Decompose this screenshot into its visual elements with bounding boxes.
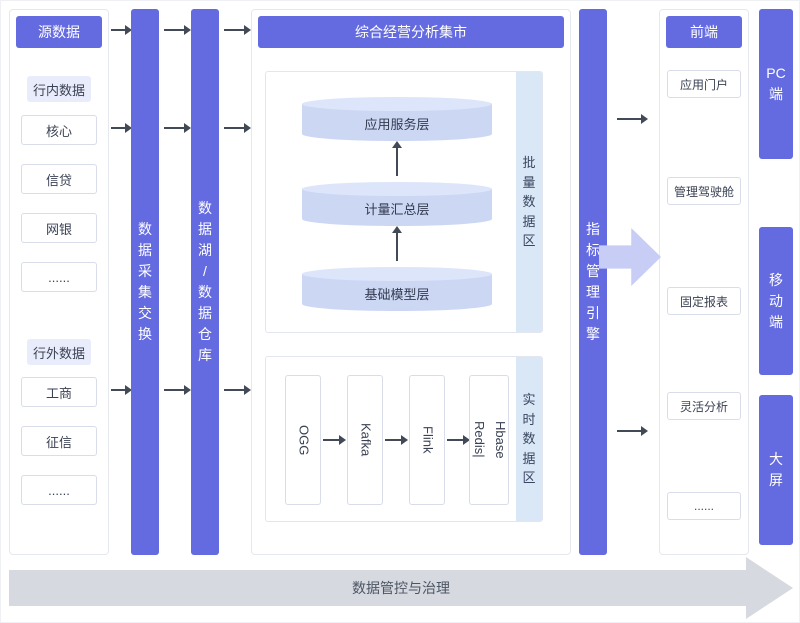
layer-measure-summary-label: 计量汇总层 bbox=[364, 201, 430, 217]
data-collect-exchange-bar: 数 据 采 集 交 换 bbox=[131, 9, 159, 555]
realtime-zone-box: 实 时 数 据 区 OGG Kafka Flink Redis| Hbase bbox=[265, 356, 543, 522]
component-ogg: OGG bbox=[285, 375, 321, 505]
component-flink: Flink bbox=[409, 375, 445, 505]
source-data-panel: 源数据 行内数据 核心 信贷 网银 ...... 行外数据 工商 征信 ....… bbox=[9, 9, 109, 555]
flow-arrow bbox=[224, 385, 251, 395]
flow-arrow bbox=[323, 435, 346, 445]
data-lake-warehouse-label: 数 据 湖 / 数 据 仓 库 bbox=[198, 200, 212, 363]
cylinder-bottom bbox=[302, 127, 492, 141]
flow-arrow bbox=[111, 25, 132, 35]
frontend-item-portal: 应用门户 bbox=[667, 70, 741, 98]
cylinder-top bbox=[302, 97, 492, 111]
internal-data-label: 行内数据 bbox=[27, 76, 91, 102]
component-ogg-label: OGG bbox=[296, 424, 312, 456]
up-arrow bbox=[392, 141, 402, 176]
frontend-item-fixed-report: 固定报表 bbox=[667, 287, 741, 315]
external-data-label: 行外数据 bbox=[27, 339, 91, 365]
source-item-more-internal: ...... bbox=[21, 262, 97, 292]
cylinder-top bbox=[302, 267, 492, 281]
channel-mobile: 移 动 端 bbox=[759, 227, 793, 375]
flow-arrow bbox=[224, 25, 251, 35]
source-item-creditref: 征信 bbox=[21, 426, 97, 456]
flow-arrow bbox=[385, 435, 408, 445]
flow-arrow bbox=[617, 114, 648, 124]
data-lake-warehouse-bar: 数 据 湖 / 数 据 仓 库 bbox=[191, 9, 219, 555]
component-flink-label: Flink bbox=[420, 426, 436, 454]
flow-arrow bbox=[111, 123, 132, 133]
indicator-engine-bar: 指 标 管 理 引 擎 bbox=[579, 9, 607, 555]
flow-arrow bbox=[164, 123, 191, 133]
source-item-industry: 工商 bbox=[21, 377, 97, 407]
layer-app-service: 应用服务层 bbox=[302, 97, 492, 141]
flow-arrow bbox=[164, 25, 191, 35]
channel-bigscreen: 大 屏 bbox=[759, 395, 793, 545]
frontend-item-flex-analysis: 灵活分析 bbox=[667, 392, 741, 420]
frontend-item-cockpit: 管理驾驶舱 bbox=[667, 177, 741, 205]
channel-pc-label: PC 端 bbox=[766, 65, 786, 102]
up-arrow bbox=[392, 226, 402, 261]
source-data-header: 源数据 bbox=[16, 16, 102, 48]
data-collect-exchange-label: 数 据 采 集 交 换 bbox=[138, 221, 152, 342]
component-redis-hbase: Redis| Hbase bbox=[469, 375, 509, 505]
analysis-mart-header: 综合经营分析集市 bbox=[258, 16, 564, 48]
frontend-panel: 前端 应用门户 管理驾驶舱 固定报表 灵活分析 ...... bbox=[659, 9, 749, 555]
flow-arrow bbox=[164, 385, 191, 395]
flow-arrow bbox=[617, 426, 648, 436]
frontend-item-more: ...... bbox=[667, 492, 741, 520]
source-item-credit: 信贷 bbox=[21, 164, 97, 194]
component-kafka: Kafka bbox=[347, 375, 383, 505]
flow-arrow bbox=[224, 123, 251, 133]
indicator-engine-label: 指 标 管 理 引 擎 bbox=[586, 221, 600, 342]
engine-to-frontend-arrow bbox=[599, 228, 661, 286]
analysis-mart-panel: 综合经营分析集市 批 量 数 据 区 应用服务层 计量汇总层 bbox=[251, 9, 571, 555]
layer-base-model: 基础模型层 bbox=[302, 267, 492, 311]
channel-mobile-label: 移 动 端 bbox=[769, 271, 783, 330]
channel-pc: PC 端 bbox=[759, 9, 793, 159]
component-redis-hbase-label: Redis| Hbase bbox=[472, 421, 508, 459]
cylinder-top bbox=[302, 182, 492, 196]
governance-label: 数据管控与治理 bbox=[352, 580, 450, 596]
flow-arrow bbox=[111, 385, 132, 395]
channel-bigscreen-label: 大 屏 bbox=[769, 451, 783, 488]
layer-measure-summary: 计量汇总层 bbox=[302, 182, 492, 226]
cylinder-bottom bbox=[302, 212, 492, 226]
realtime-zone-strip: 实 时 数 据 区 bbox=[516, 357, 542, 521]
source-item-more-external: ...... bbox=[21, 475, 97, 505]
governance-arrow: 数据管控与治理 bbox=[9, 557, 793, 619]
realtime-zone-label: 实 时 数 据 区 bbox=[522, 392, 536, 486]
cylinder-bottom bbox=[302, 297, 492, 311]
component-kafka-label: Kafka bbox=[358, 423, 374, 457]
batch-zone-box: 批 量 数 据 区 应用服务层 计量汇总层 基础模型层 bbox=[265, 71, 543, 333]
frontend-header: 前端 bbox=[666, 16, 742, 48]
batch-zone-label: 批 量 数 据 区 bbox=[522, 155, 536, 249]
source-item-core: 核心 bbox=[21, 115, 97, 145]
layer-app-service-label: 应用服务层 bbox=[364, 116, 430, 132]
flow-arrow bbox=[447, 435, 470, 445]
layer-base-model-label: 基础模型层 bbox=[364, 286, 430, 302]
source-item-ebank: 网银 bbox=[21, 213, 97, 243]
batch-zone-strip: 批 量 数 据 区 bbox=[516, 72, 542, 332]
